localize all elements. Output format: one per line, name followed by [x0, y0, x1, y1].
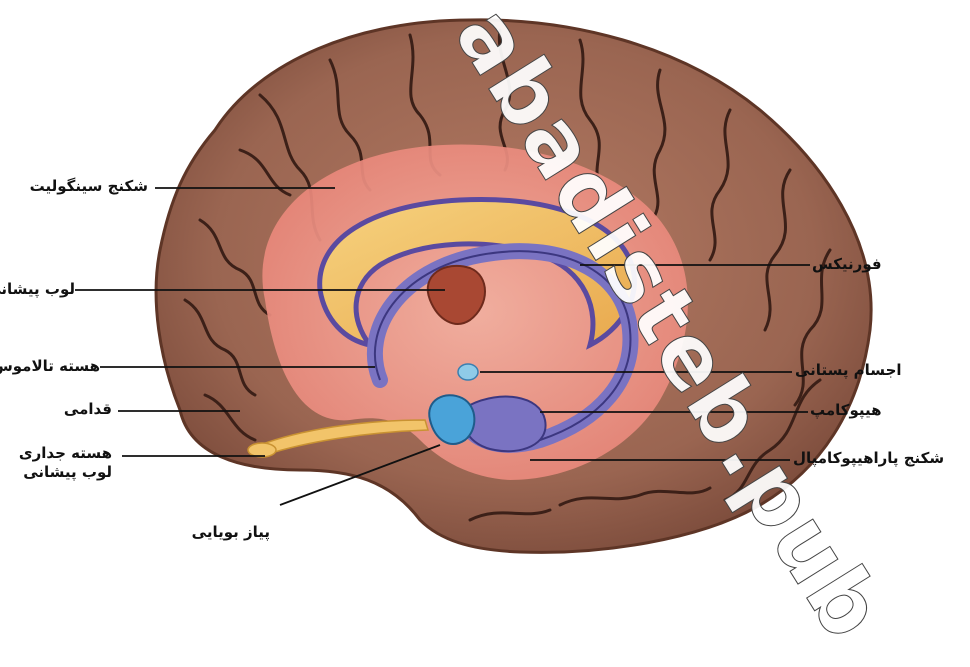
label-cingulate-gyrus: شکنج سینگولیت — [30, 177, 148, 195]
label-hippocampus: هیپوکامپ — [810, 401, 882, 419]
hippocampus-body — [464, 397, 546, 452]
label-septal-nucleus-1: هسته جداری — [19, 444, 112, 462]
label-olfactory-bulb: پیاز بویایی — [192, 523, 270, 541]
mammillary-body — [458, 364, 478, 380]
label-septal-nucleus-2: لوب پیشانی — [23, 463, 112, 481]
label-frontal-lobe: لوب پیشانی — [0, 280, 75, 298]
label-fornix: فورنیکس — [812, 255, 882, 273]
label-anterior-thalamic-nucleus: هسته تالاموس — [0, 357, 100, 375]
olfactory-bulb-shape — [248, 443, 276, 457]
label-mammillary-bodies: اجسام پستانی — [795, 361, 902, 379]
label-anterior: قدامی — [64, 400, 112, 418]
